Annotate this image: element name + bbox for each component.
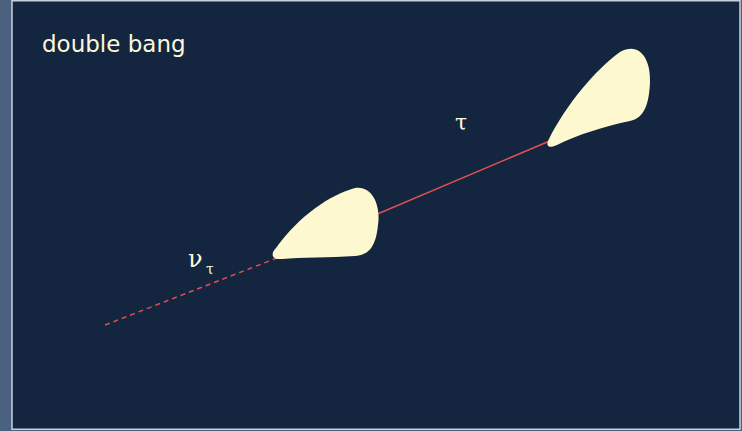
particle-label: ν	[188, 247, 203, 271]
cascade-blob	[273, 188, 379, 259]
tau-track	[368, 140, 552, 218]
cascade-blob	[547, 49, 650, 147]
particle-subscript: τ	[206, 262, 214, 276]
panel	[12, 1, 740, 430]
particle-label: τ	[455, 112, 467, 134]
title: double bang	[42, 33, 186, 56]
